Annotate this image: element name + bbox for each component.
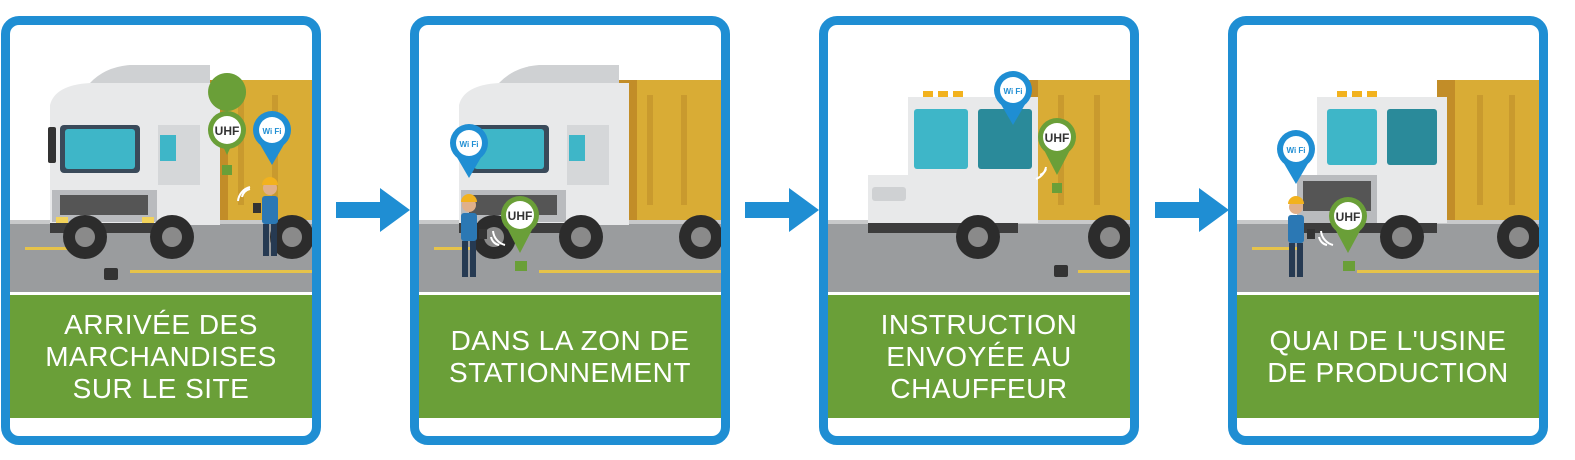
worker-icon bbox=[1288, 196, 1315, 277]
truck-icon bbox=[1297, 80, 1539, 259]
wifi-pin-icon: Wi Fi bbox=[994, 71, 1032, 125]
wifi-label: Wi Fi bbox=[1003, 87, 1022, 96]
arrow-right-icon bbox=[745, 188, 819, 232]
step-card-4: Wi Fi UHF QUAI DE L bbox=[1228, 16, 1548, 445]
step-card-3: Wi Fi UHF INSTRUCTION ENVOYÉE AU CHAUFFE… bbox=[819, 16, 1139, 445]
truck-icon bbox=[868, 80, 1130, 259]
truck-icon bbox=[459, 65, 721, 259]
step-caption-1: ARRIVÉE DES MARCHANDISES SUR LE SITE bbox=[10, 295, 312, 418]
step-caption-2: DANS LA ZON DE STATIONNEMENT bbox=[419, 295, 721, 418]
signal-waves-icon bbox=[1318, 230, 1334, 246]
wifi-pin-icon: Wi Fi bbox=[450, 124, 488, 178]
uhf-label: UHF bbox=[508, 209, 533, 223]
signal-waves-icon bbox=[1035, 166, 1047, 180]
scene-instruction: Wi Fi UHF bbox=[828, 71, 1130, 292]
worker-icon bbox=[253, 177, 278, 256]
caption-text: ARRIVÉE DES MARCHANDISES SUR LE SITE bbox=[45, 308, 277, 404]
signal-waves-icon bbox=[237, 186, 251, 202]
wifi-pin-icon: Wi Fi bbox=[1277, 130, 1315, 184]
uhf-label: UHF bbox=[1336, 210, 1361, 224]
uhf-pin-icon: UHF bbox=[501, 196, 539, 271]
caption-text: DANS LA ZON DE STATIONNEMENT bbox=[449, 324, 691, 388]
caption-text: QUAI DE L'USINE DE PRODUCTION bbox=[1267, 324, 1509, 388]
arrow-right-icon bbox=[1155, 188, 1229, 232]
wifi-label: Wi Fi bbox=[1286, 146, 1305, 155]
wifi-pin-icon: Wi Fi bbox=[253, 111, 291, 165]
wifi-label: Wi Fi bbox=[262, 127, 281, 136]
uhf-pin-icon: UHF bbox=[208, 73, 247, 175]
step-card-1: UHF Wi Fi AR bbox=[1, 16, 321, 445]
uhf-pin-icon: UHF bbox=[1038, 118, 1076, 193]
caption-text: INSTRUCTION ENVOYÉE AU CHAUFFEUR bbox=[880, 308, 1078, 404]
step-caption-4: QUAI DE L'USINE DE PRODUCTION bbox=[1237, 295, 1539, 418]
step-caption-3: INSTRUCTION ENVOYÉE AU CHAUFFEUR bbox=[828, 295, 1130, 418]
truck-icon bbox=[48, 65, 312, 259]
worker-icon bbox=[461, 194, 487, 277]
signal-waves-icon bbox=[490, 230, 506, 246]
uhf-label: UHF bbox=[215, 124, 240, 138]
scene-parking: Wi Fi UHF bbox=[419, 65, 721, 292]
arrow-right-icon bbox=[336, 188, 410, 232]
step-card-2: Wi Fi UHF DANS LA Z bbox=[410, 16, 730, 445]
scene-arrival: UHF Wi Fi bbox=[10, 65, 312, 292]
wifi-label: Wi Fi bbox=[459, 140, 478, 149]
scene-dock: Wi Fi UHF bbox=[1237, 80, 1539, 292]
uhf-label: UHF bbox=[1045, 131, 1070, 145]
uhf-pin-icon: UHF bbox=[1329, 197, 1367, 271]
